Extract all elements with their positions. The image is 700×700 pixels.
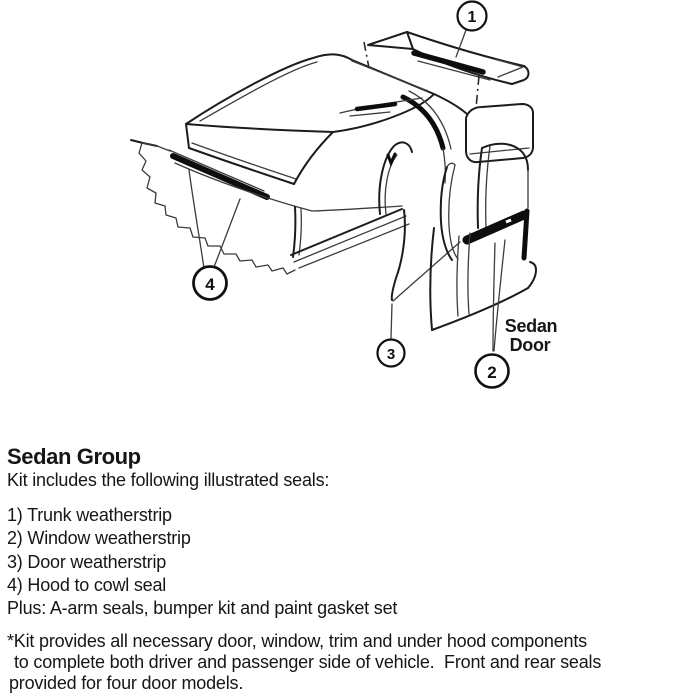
footnote-line-2: to complete both driver and passenger si…	[14, 652, 602, 672]
plus-line: Plus: A-arm seals, bumper kit and paint …	[7, 598, 398, 618]
sedan-door-label-line2: Door	[510, 335, 551, 355]
sedan-door-part	[429, 142, 537, 331]
hood-cowl-seal-stripe	[170, 153, 270, 200]
kit-item-hood-cowl-seal: 4) Hood to cowl seal	[7, 575, 167, 595]
trunk-opening-seal-stripe	[354, 101, 398, 112]
kit-item-window-weatherstrip: 2) Window weatherstrip	[7, 528, 191, 548]
callout-4-marker: 4	[188, 169, 241, 301]
sedan-seal-diagram: 1 2 3 4 Sedan Door	[130, 0, 558, 389]
footnote-line-1: *Kit provides all necessary door, window…	[7, 631, 587, 651]
alignment-dashdot-right	[475, 75, 480, 109]
trunk-weatherstrip-stripe	[411, 50, 486, 75]
car-body-outline	[130, 53, 474, 302]
footnote-line-3: provided for four door models.	[9, 673, 244, 693]
group-title: Sedan Group	[7, 444, 141, 469]
alignment-dashdot-left	[363, 41, 370, 69]
callout-3-marker: 3	[376, 303, 406, 368]
window-weatherstrip-stripe	[462, 210, 529, 245]
callout-1-marker: 1	[455, 0, 488, 58]
sedan-door-label: Sedan Door	[505, 316, 558, 355]
sedan-door-label-line1: Sedan	[505, 316, 558, 336]
callout-2-marker: 2	[474, 239, 510, 389]
door-run-channel-stripe	[521, 208, 530, 261]
callout-3-number: 3	[387, 346, 395, 363]
kit-intro-line: Kit includes the following illustrated s…	[7, 470, 330, 490]
callout-1-number: 1	[468, 9, 477, 26]
kit-item-door-weatherstrip: 3) Door weatherstrip	[7, 552, 167, 572]
callout-4-number: 4	[205, 275, 215, 294]
kit-item-trunk-weatherstrip: 1) Trunk weatherstrip	[7, 505, 172, 525]
callout-2-number: 2	[487, 363, 496, 382]
rear-window-seal-arc	[400, 94, 446, 151]
pillar-channel-part	[439, 162, 459, 261]
trunk-lid-part	[363, 31, 530, 109]
